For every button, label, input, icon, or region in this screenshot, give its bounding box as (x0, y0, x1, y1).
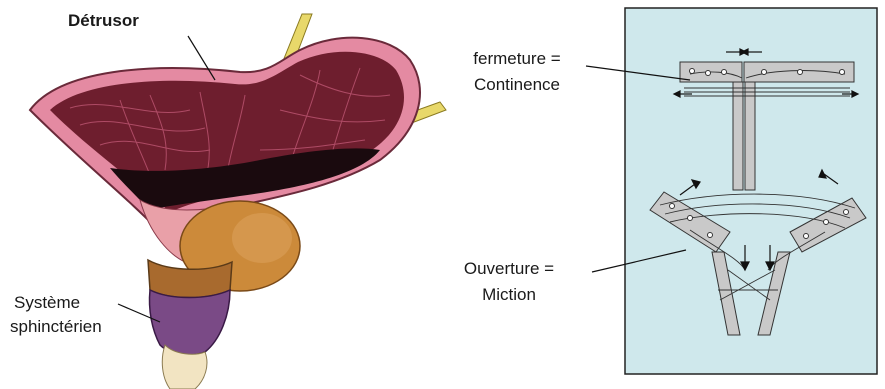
closed-right-stem (745, 82, 755, 190)
model-panel (586, 8, 877, 374)
detrusor-label: Détrusor (68, 10, 139, 31)
prostate-shading (232, 213, 292, 263)
fermeture-label-line1: fermeture = (452, 48, 582, 69)
ouverture-label-line2: Miction (444, 284, 574, 305)
sphincter-system-tissue (149, 290, 230, 355)
fermeture-label-line2: Continence (452, 74, 582, 95)
closed-left-stem (733, 82, 743, 190)
sphincter-label-line1: Système (14, 292, 80, 313)
sphincter-label-line2: sphinctérien (10, 316, 102, 337)
ouverture-label-line1: Ouverture = (444, 258, 574, 279)
